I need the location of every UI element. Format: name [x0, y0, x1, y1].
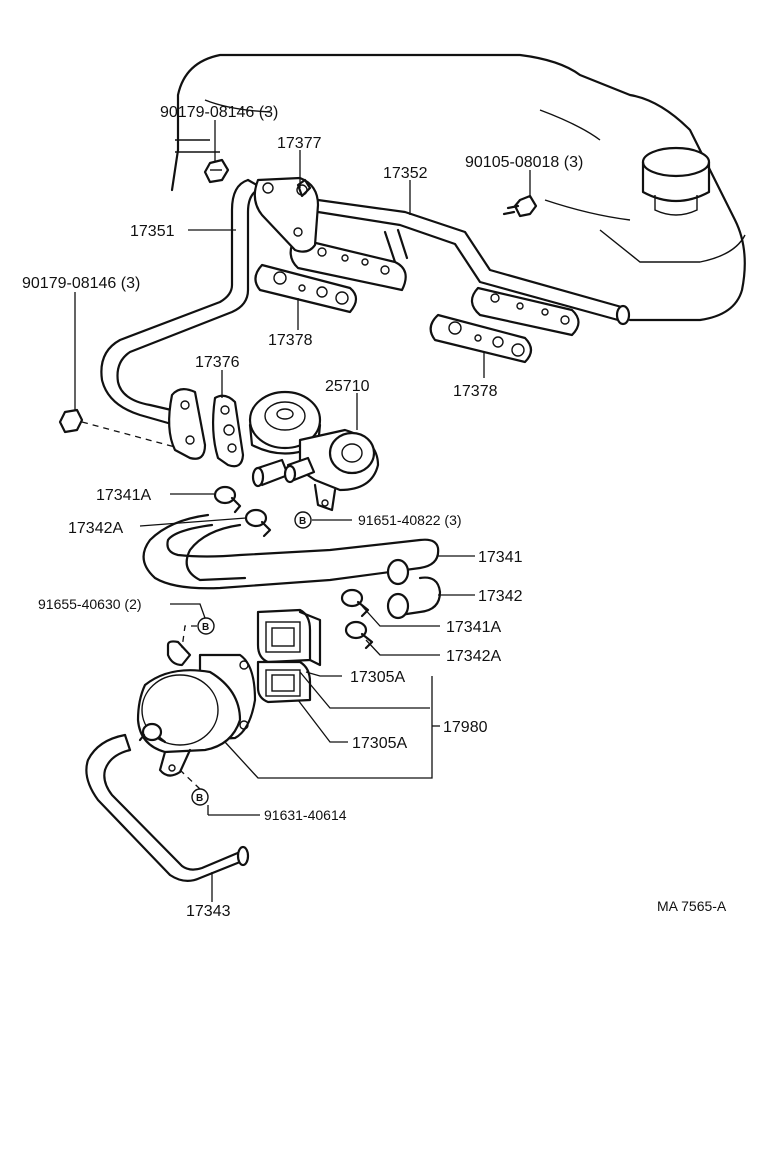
svg-text:B: B [202, 622, 209, 633]
nut-90179-left [58, 408, 176, 448]
hose-17343 [85, 733, 250, 882]
hose-17341 [142, 513, 440, 590]
gasket-17378-upper [254, 263, 358, 314]
engine-outline [170, 53, 746, 322]
label-17341A-top: 17341A [96, 487, 151, 504]
label-17377: 17377 [277, 135, 322, 152]
label-17341: 17341 [478, 549, 523, 566]
label-90179-08146-left: 90179-08146 (3) [22, 275, 140, 292]
label-17342: 17342 [478, 588, 523, 605]
air-injection-manifold-17352 [289, 198, 631, 337]
bolt-90105 [502, 194, 538, 218]
label-17980: 17980 [443, 719, 488, 736]
label-17378-upper: 17378 [268, 332, 313, 349]
b-marker-91631: B [179, 769, 209, 806]
label-17376: 17376 [195, 354, 240, 371]
b-marker-91655: B [181, 617, 215, 649]
svg-text:B: B [299, 516, 306, 527]
label-17342A-top: 17342A [68, 520, 123, 537]
reed-valve-17305A-upper [256, 608, 322, 667]
nut-90179-top [203, 158, 230, 184]
gasket-17378-lower [429, 313, 533, 364]
air-pump-17980 [136, 640, 257, 777]
clamp-17341A-top [213, 485, 242, 514]
clamp-17342A-bottom [344, 620, 374, 650]
bracket-17377 [253, 176, 320, 253]
reed-valve-17305A-lower [256, 660, 312, 704]
label-17351: 17351 [130, 223, 175, 240]
clamp-17341A-bottom [340, 588, 370, 618]
label-91631-40614: 91631-40614 [264, 807, 347, 823]
b-marker-91651: B [294, 511, 312, 529]
hose-17342 [185, 523, 442, 620]
label-17305A-lower: 17305A [352, 735, 407, 752]
label-25710: 25710 [325, 378, 370, 395]
clamp-17342A-top [244, 508, 272, 538]
label-17378-lower: 17378 [453, 383, 498, 400]
label-17343: 17343 [186, 903, 231, 920]
label-17352: 17352 [383, 165, 428, 182]
leader-lines [74, 120, 531, 902]
label-91651-40822: 91651-40822 (3) [358, 512, 462, 528]
label-17342A-bottom: 17342A [446, 648, 501, 665]
valve-25710 [248, 390, 380, 512]
label-90105-08018: 90105-08018 (3) [465, 154, 583, 171]
label-17305A-upper: 17305A [350, 669, 405, 686]
label-90179-08146-top: 90179-08146 (3) [160, 104, 278, 121]
label-17341A-bottom: 17341A [446, 619, 501, 636]
label-91655-40630: 91655-40630 (2) [38, 596, 142, 612]
flange-17376 [168, 388, 245, 468]
diagram-code: MA 7565-A [657, 898, 727, 914]
svg-text:B: B [196, 793, 203, 804]
